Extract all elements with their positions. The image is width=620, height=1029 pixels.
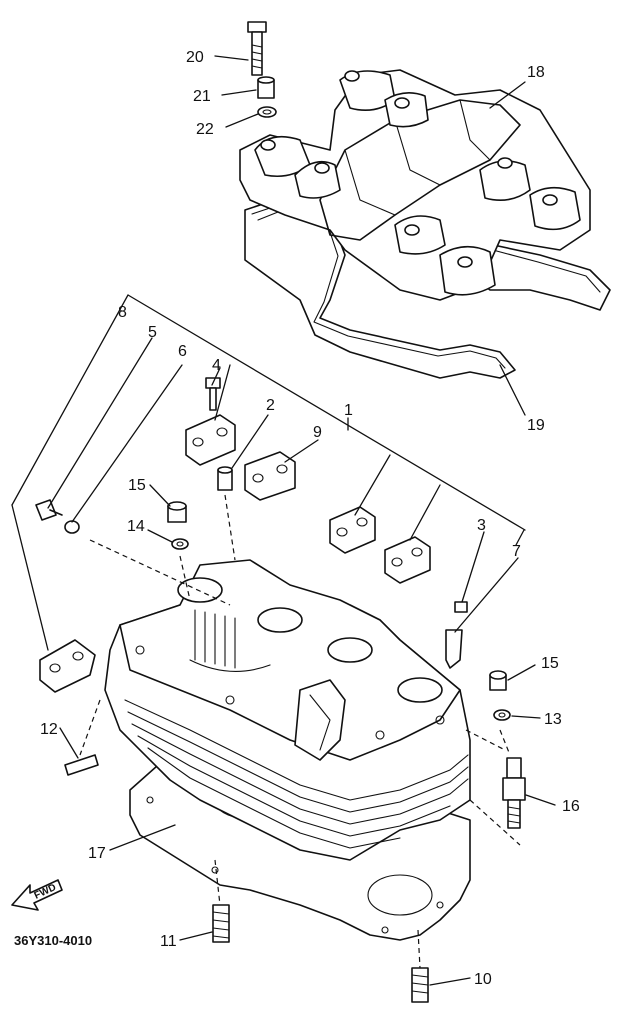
callout-6: 6: [178, 343, 187, 360]
callout-10: 10: [474, 971, 492, 988]
callout-2: 2: [266, 397, 275, 414]
callout-9: 9: [313, 424, 322, 441]
cylinder-head: [104, 559, 471, 861]
callout-19: 19: [527, 417, 545, 434]
cover-bolt-set: [247, 21, 277, 118]
cam-cap-center-b: [384, 536, 431, 584]
part-code: 36Y310-4010: [14, 933, 92, 948]
side-bracket-8: [39, 639, 96, 693]
callout-1: 1: [344, 402, 353, 419]
callout-7: 7: [512, 543, 521, 560]
callout-5: 5: [148, 324, 157, 341]
callout-15-upper: 15: [128, 477, 146, 494]
callout-8: 8: [118, 304, 127, 321]
callout-21: 21: [193, 88, 211, 105]
callout-18: 18: [527, 64, 545, 81]
callout-17: 17: [88, 845, 106, 862]
callout-22: 22: [196, 121, 214, 138]
small-parts: [35, 499, 511, 776]
callout-15-lower: 15: [541, 655, 559, 672]
cam-cap-9: [244, 451, 296, 501]
stud-bolts: [212, 904, 429, 1003]
fwd-label: FWD: [33, 882, 58, 902]
callout-20: 20: [186, 49, 204, 66]
leader-lines: [11, 55, 556, 986]
callout-13: 13: [544, 711, 562, 728]
cylinder-head-cover: [239, 69, 591, 301]
fwd-arrow: FWD: [11, 879, 63, 911]
callout-12: 12: [40, 721, 58, 738]
spark-plug: [502, 757, 526, 829]
callout-11: 11: [160, 933, 177, 950]
cam-cap-center-a: [329, 506, 376, 554]
callout-4: 4: [212, 357, 221, 374]
callout-14: 14: [127, 518, 145, 535]
dowel-pin-2: [217, 466, 233, 491]
callout-16: 16: [562, 798, 580, 815]
cam-cap-4: [185, 377, 236, 466]
callout-3: 3: [477, 517, 486, 534]
callout-labels: 20 21 22 18 19 8 5 6 4 2 1 9 15 14 3 7 1…: [14, 49, 580, 988]
